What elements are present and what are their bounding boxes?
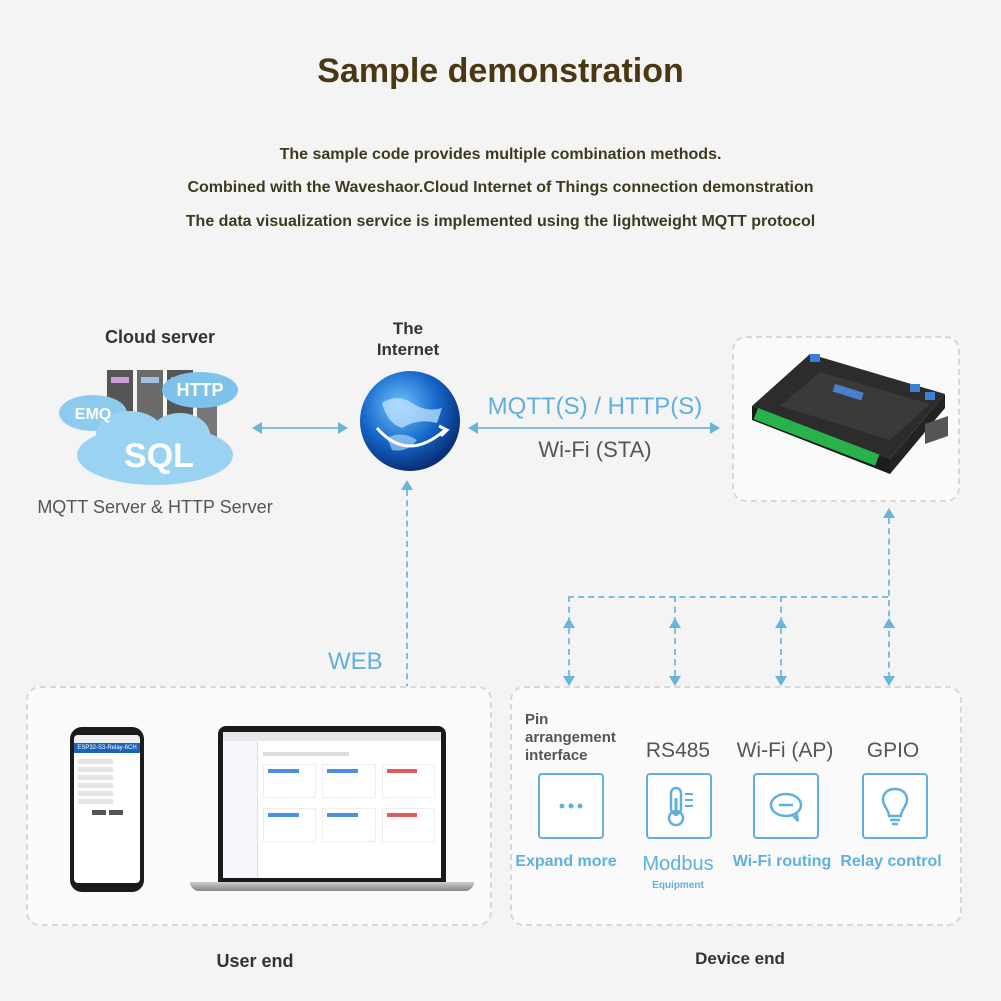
cloud-server-icon: HTTP EMQ SQL (59, 370, 238, 485)
laptop-base (190, 882, 474, 891)
arrow-right-icon (710, 422, 720, 434)
device-item-1-card[interactable] (538, 773, 604, 839)
arrow-up-icon (563, 618, 575, 628)
arrow-down-icon (775, 676, 787, 686)
device-item-4-label: Relay control (840, 853, 942, 870)
cloud-server-title: Cloud server (104, 327, 216, 347)
arrow-down-icon (669, 676, 681, 686)
arrow-up-icon (883, 618, 895, 628)
device-item-1-title: Pin arrangement interface (525, 711, 616, 764)
cloud-server-caption: MQTT Server & HTTP Server (37, 497, 273, 517)
device-item-2-sublabel: Equipment (652, 880, 704, 891)
arrow-up-icon (401, 480, 413, 490)
branch-line-3 (780, 596, 782, 676)
laptop-screen (223, 732, 441, 878)
internet-device-link (478, 427, 712, 429)
subtitle-line-3: The data visualization service is implem… (185, 213, 816, 230)
device-trunk-line (888, 518, 890, 678)
bulb-icon (881, 787, 909, 826)
phone-app-title: ESP32-S3-Relay-6CH (74, 743, 140, 753)
relay-module-icon (752, 354, 948, 474)
cloud-internet-link (262, 427, 340, 429)
branch-line-2 (674, 596, 676, 676)
subtitle-line-2: Combined with the Waveshaor.Cloud Intern… (187, 179, 814, 196)
phone-screen: ESP32-S3-Relay-6CH (74, 735, 140, 883)
device-item-4-card[interactable] (862, 773, 928, 839)
phone-device: ESP32-S3-Relay-6CH (70, 727, 144, 892)
device-bus-line (568, 596, 888, 598)
arrow-up-icon (775, 618, 787, 628)
device-item-1-label: Expand more (515, 853, 617, 870)
internet-label-line2: Internet (376, 340, 440, 359)
arrow-down-icon (883, 676, 895, 686)
laptop-device (218, 726, 446, 882)
arrow-down-icon (563, 676, 575, 686)
arrow-left-icon (468, 422, 478, 434)
device-item-3-card[interactable] (753, 773, 819, 839)
arrow-up-icon (883, 508, 895, 518)
device-item-4-title: GPIO (866, 739, 920, 762)
device-item-3-title: Wi-Fi (AP) (736, 739, 834, 762)
more-icon (559, 803, 583, 809)
arrow-up-icon (669, 618, 681, 628)
link-protocol-label: MQTT(S) / HTTP(S) (487, 393, 703, 420)
arrow-left-icon (252, 422, 262, 434)
subtitle-line-1: The sample code provides multiple combin… (279, 146, 722, 163)
http-tag: HTTP (177, 380, 224, 400)
device-item-3-label: Wi-Fi routing (732, 853, 832, 870)
emq-tag: EMQ (75, 406, 111, 423)
thermometer-icon (667, 786, 693, 827)
branch-line-1 (568, 596, 570, 676)
link-mode-label: Wi-Fi (STA) (538, 437, 652, 462)
device-end-label: Device end (695, 949, 785, 968)
device-item-2-card[interactable] (646, 773, 712, 839)
web-label: WEB (328, 648, 383, 675)
page-title: Sample demonstration (317, 52, 684, 90)
device-item-2-label: Modbus (642, 853, 714, 875)
arrow-right-icon (338, 422, 348, 434)
device-item-2-title: RS485 (645, 739, 711, 762)
user-end-label: User end (216, 951, 294, 971)
internet-label: The Internet (348, 318, 468, 360)
globe-icon (360, 371, 460, 471)
web-link-line (406, 490, 408, 710)
sql-tag: SQL (124, 437, 194, 475)
chat-icon (769, 792, 803, 822)
internet-label-line1: The (392, 319, 424, 338)
